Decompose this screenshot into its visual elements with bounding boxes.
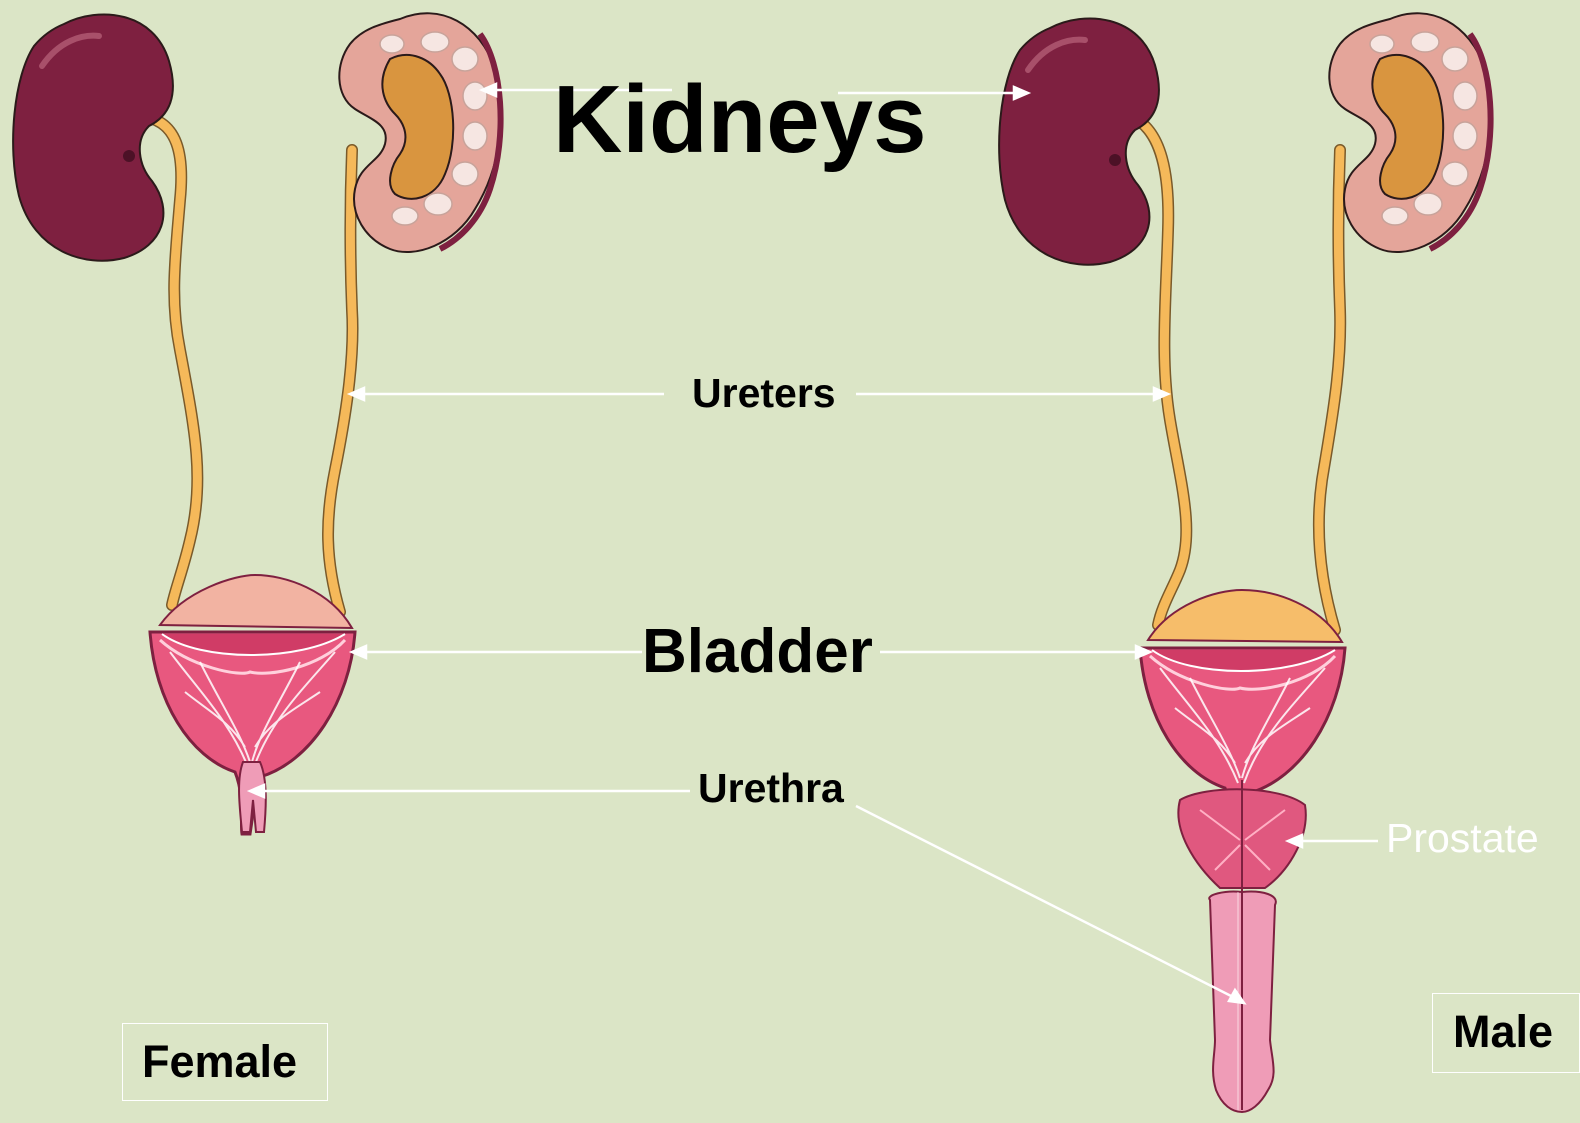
female-urinary-system bbox=[13, 13, 501, 834]
prostate-label: Prostate bbox=[1386, 815, 1539, 861]
male-right-ureter bbox=[1319, 150, 1340, 630]
female-bladder-top bbox=[160, 575, 352, 628]
male-bladder-top bbox=[1148, 590, 1342, 642]
urethra-pointer-male bbox=[856, 806, 1235, 998]
urethra-label: Urethra bbox=[698, 765, 844, 811]
male-urinary-system bbox=[999, 13, 1491, 1112]
male-label-box: Male bbox=[1432, 993, 1580, 1073]
female-label-box: Female bbox=[122, 1023, 328, 1101]
male-right-kidney-cutaway bbox=[1329, 13, 1491, 252]
male-left-kidney bbox=[999, 18, 1159, 264]
male-label: Male bbox=[1453, 1006, 1553, 1057]
female-left-kidney bbox=[13, 14, 173, 260]
female-right-kidney-cutaway bbox=[339, 13, 501, 252]
kidneys-label: Kidneys bbox=[553, 68, 926, 172]
female-right-ureter bbox=[328, 150, 353, 612]
ureters-label: Ureters bbox=[692, 370, 836, 416]
female-label: Female bbox=[142, 1036, 297, 1087]
bladder-label: Bladder bbox=[642, 617, 873, 687]
